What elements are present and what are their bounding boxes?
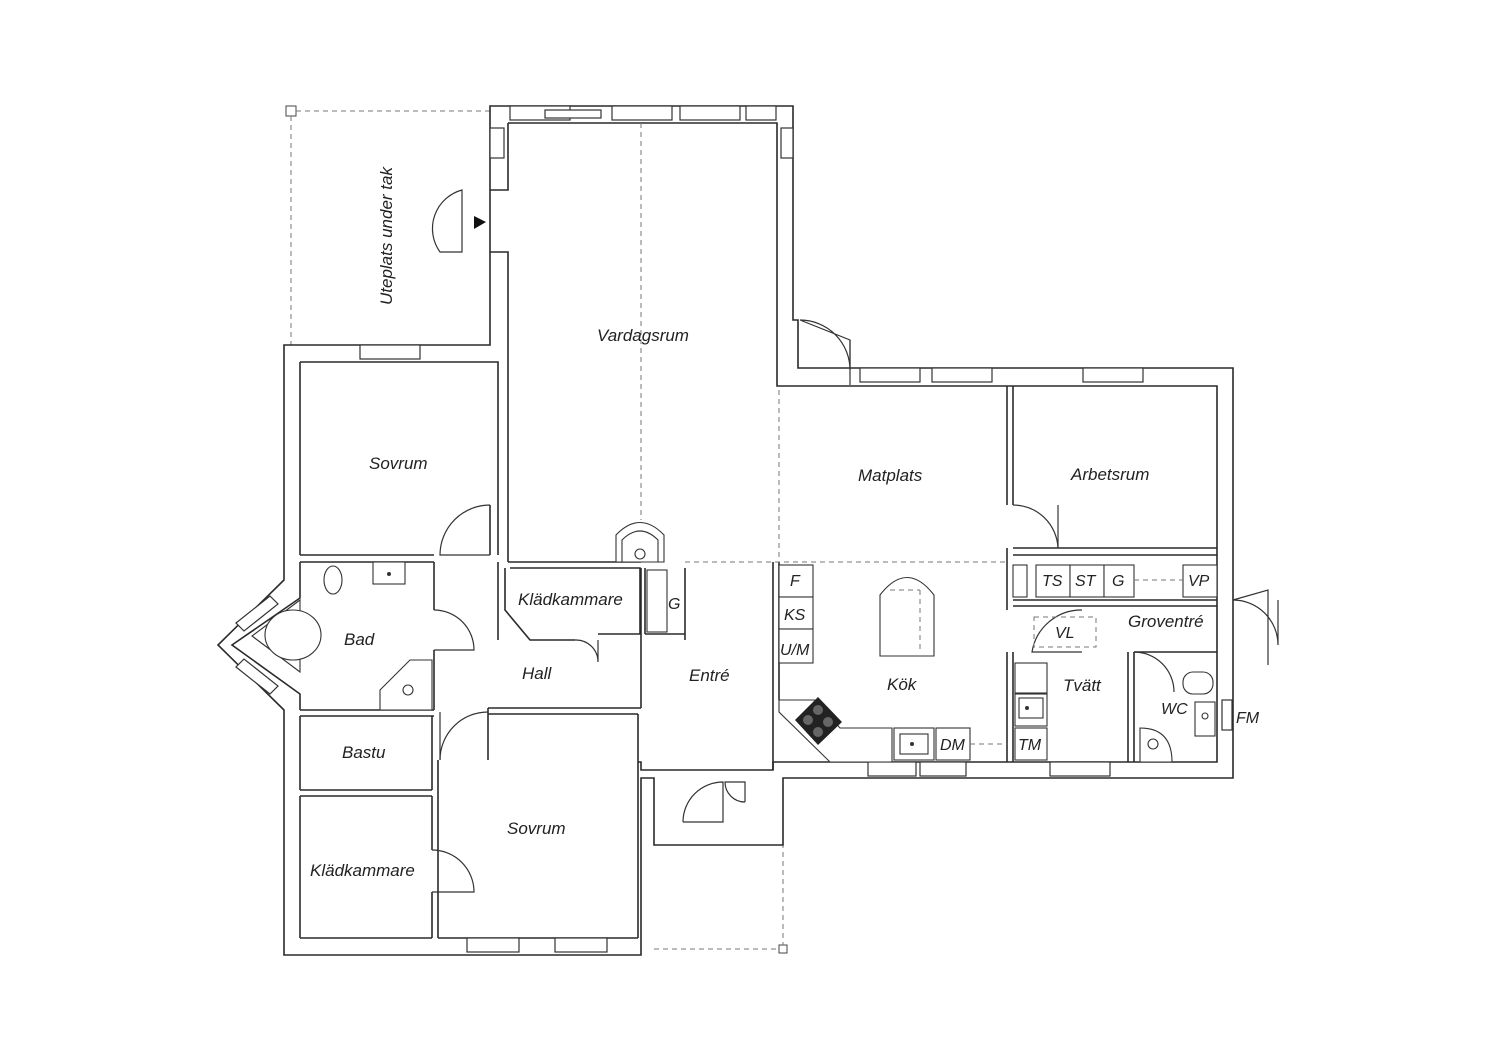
room-label-groventre: Groventré xyxy=(1128,612,1204,631)
room-label-wc: WC xyxy=(1161,701,1188,718)
stove-top xyxy=(795,697,842,745)
appliance-label-tm: TM xyxy=(1018,737,1042,754)
windows xyxy=(235,105,1233,953)
patio-outline xyxy=(285,105,490,345)
appliance-labels: F KS U/M DM TM TS ST G VP VL FM G xyxy=(668,573,1260,754)
room-label-sovrum-bottom: Sovrum xyxy=(507,819,566,838)
appliance-label-st: ST xyxy=(1075,573,1097,590)
room-label-sovrum-top: Sovrum xyxy=(369,454,428,473)
room-labels: Uteplats under tak Vardagsrum Sovrum Mat… xyxy=(310,166,1204,880)
room-label-bastu: Bastu xyxy=(342,743,386,762)
appliance-label-g-tvatt: G xyxy=(1112,573,1124,590)
room-label-matplats: Matplats xyxy=(858,466,923,485)
appliance-label-ts: TS xyxy=(1042,573,1063,590)
appliance-label-dm: DM xyxy=(940,737,966,754)
outer-walls xyxy=(216,105,1234,956)
room-label-uteplats: Uteplats under tak xyxy=(377,166,396,305)
room-label-kladkammare-top: Klädkammare xyxy=(518,590,623,609)
appliance-label-vp: VP xyxy=(1188,573,1210,590)
appliance-label-ks: KS xyxy=(784,607,806,624)
appliance-label-fm: FM xyxy=(1236,710,1260,727)
appliance-label-g-entre: G xyxy=(668,596,680,613)
interior-walls xyxy=(299,123,1217,939)
room-label-bad: Bad xyxy=(344,630,375,649)
room-label-vardagsrum: Vardagsrum xyxy=(597,326,689,345)
room-label-arbetsrum: Arbetsrum xyxy=(1070,465,1149,484)
room-label-kok: Kök xyxy=(887,675,918,694)
room-label-hall: Hall xyxy=(522,664,553,683)
fixtures xyxy=(251,521,1218,763)
doors xyxy=(431,189,1279,893)
room-label-kladkammare-bottom: Klädkammare xyxy=(310,861,415,880)
room-label-tvatt: Tvätt xyxy=(1063,676,1102,695)
appliance-label-f: F xyxy=(790,573,801,590)
room-label-entre: Entré xyxy=(689,666,730,685)
front-terrace-outline xyxy=(654,780,788,954)
appliance-label-vl: VL xyxy=(1055,625,1075,642)
appliance-label-um: U/M xyxy=(780,642,810,659)
